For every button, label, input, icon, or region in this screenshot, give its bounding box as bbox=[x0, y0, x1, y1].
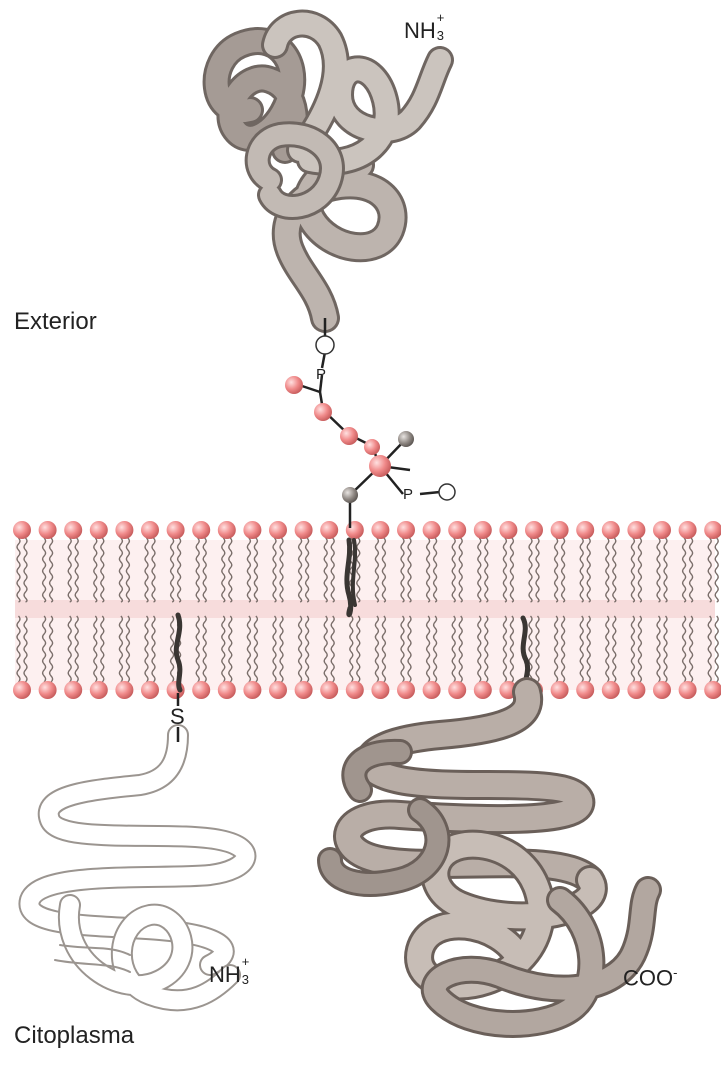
lipid-head bbox=[627, 681, 645, 699]
lipid-head bbox=[576, 521, 594, 539]
lipid-head bbox=[39, 681, 57, 699]
ethanolamine-group bbox=[316, 336, 334, 354]
lipid-head bbox=[13, 681, 31, 699]
lipid-head bbox=[346, 521, 364, 539]
lipid-head bbox=[295, 681, 313, 699]
lipid-tail bbox=[715, 616, 718, 682]
lipid-head bbox=[423, 521, 441, 539]
lipid-head bbox=[115, 681, 133, 699]
lipid-heads-outer-leaflet bbox=[13, 521, 721, 539]
exterior-label: Exterior bbox=[14, 308, 97, 336]
lipid-head bbox=[218, 521, 236, 539]
lipid-head bbox=[141, 521, 159, 539]
nh3-charge-2: + bbox=[242, 954, 250, 969]
sulfur-label: S bbox=[170, 704, 185, 729]
coo-text: COO bbox=[623, 965, 673, 990]
cytoplasm-label: Citoplasma bbox=[14, 1022, 134, 1050]
lipid-head bbox=[576, 681, 594, 699]
lipid-head bbox=[397, 521, 415, 539]
membrane-midline bbox=[15, 600, 715, 618]
side-sugar-grey-1 bbox=[398, 431, 414, 447]
side-sugar-grey-2 bbox=[342, 487, 358, 503]
cytoplasmic-protein-right bbox=[330, 692, 648, 1024]
lipid-head bbox=[269, 521, 287, 539]
lipid-head bbox=[602, 521, 620, 539]
lipid-head bbox=[499, 521, 517, 539]
lipid-head bbox=[397, 681, 415, 699]
lipid-head bbox=[448, 681, 466, 699]
lipid-head bbox=[90, 521, 108, 539]
lipid-head bbox=[320, 681, 338, 699]
carboxyl-terminus-label: COO- bbox=[623, 965, 677, 991]
nh3-subscript-2: 3 bbox=[242, 972, 249, 987]
lipid-head bbox=[269, 681, 287, 699]
ethanolamine-group-2 bbox=[439, 484, 455, 500]
lipid-head bbox=[551, 681, 569, 699]
lipid-head bbox=[423, 681, 441, 699]
lipid-head bbox=[474, 521, 492, 539]
lipid-head bbox=[679, 521, 697, 539]
exterior-protein bbox=[217, 24, 440, 318]
nh-text-2: NH bbox=[209, 962, 241, 987]
lipid-head bbox=[474, 681, 492, 699]
lipid-head bbox=[115, 521, 133, 539]
lipid-head bbox=[218, 681, 236, 699]
phosphate-label-1: P bbox=[316, 366, 326, 383]
lipid-head bbox=[679, 681, 697, 699]
inositol bbox=[369, 455, 391, 477]
lipid-head bbox=[602, 681, 620, 699]
lipid-head bbox=[627, 521, 645, 539]
amino-terminus-top-label: NH+3 bbox=[404, 18, 446, 44]
nh3-subscript: 3 bbox=[437, 28, 444, 43]
glucosamine bbox=[364, 439, 380, 455]
phosphate-label-2: P bbox=[403, 486, 413, 503]
nh3-charge: + bbox=[437, 10, 445, 25]
nh-text: NH bbox=[404, 18, 436, 43]
lipid-tail bbox=[715, 538, 718, 602]
lipid-head bbox=[653, 521, 671, 539]
lipid-head bbox=[371, 521, 389, 539]
lipid-head bbox=[551, 521, 569, 539]
cytoplasmic-protein-left bbox=[29, 735, 245, 1000]
mannose-1 bbox=[285, 376, 303, 394]
mannose-3 bbox=[340, 427, 358, 445]
mannose-2 bbox=[314, 403, 332, 421]
lipid-head bbox=[192, 681, 210, 699]
lipid-head bbox=[448, 521, 466, 539]
lipid-head bbox=[371, 681, 389, 699]
lipid-head bbox=[141, 681, 159, 699]
lipid-head bbox=[653, 681, 671, 699]
lipid-head bbox=[39, 521, 57, 539]
lipid-head bbox=[295, 521, 313, 539]
lipid-head bbox=[320, 521, 338, 539]
lipid-head bbox=[243, 521, 261, 539]
lipid-head bbox=[525, 521, 543, 539]
amino-terminus-bottom-label: NH+3 bbox=[209, 962, 251, 988]
lipid-head bbox=[64, 681, 82, 699]
lipid-head bbox=[192, 521, 210, 539]
lipid-head bbox=[64, 521, 82, 539]
lipid-head bbox=[90, 681, 108, 699]
lipid-head bbox=[167, 521, 185, 539]
lipid-head bbox=[243, 681, 261, 699]
lipid-head bbox=[13, 521, 31, 539]
lipid-head bbox=[704, 521, 721, 539]
coo-charge: - bbox=[673, 965, 677, 980]
lipid-head bbox=[346, 681, 364, 699]
